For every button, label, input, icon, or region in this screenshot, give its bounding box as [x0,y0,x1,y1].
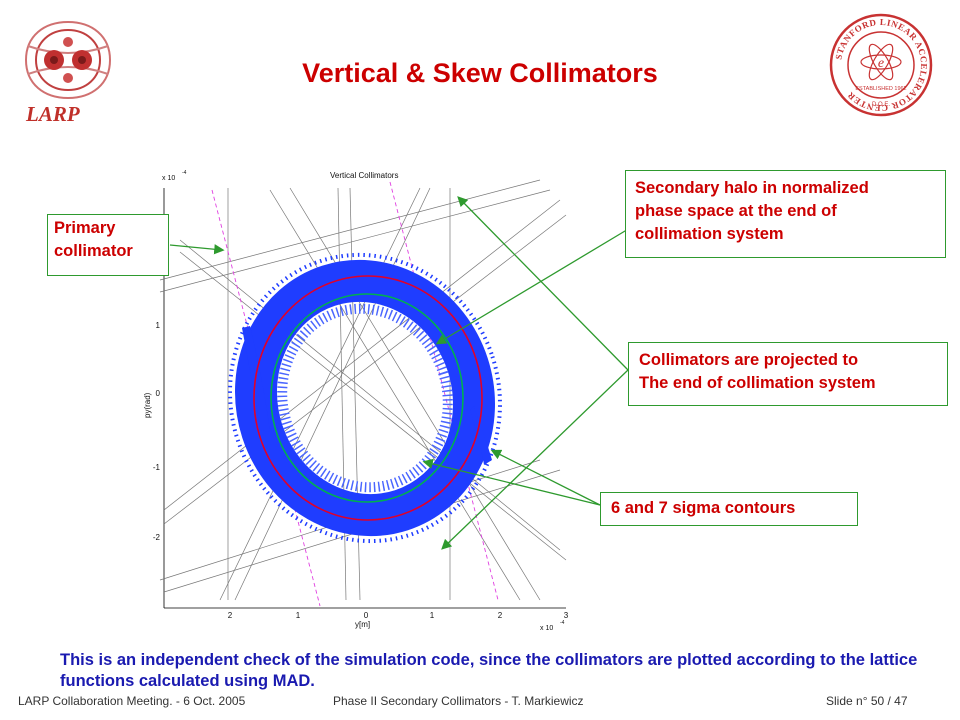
callout-collimators-projected: Collimators are projected to The end of … [628,342,948,406]
callout-line: The end of collimation system [639,374,876,392]
x-tick: 2 [228,611,233,620]
secondary-halo [228,252,502,544]
x-tick: 1 [430,611,435,620]
x-exponent-power: -4 [560,620,565,626]
callout-line: Secondary halo in normalized [635,179,869,197]
callout-line: Primary [54,219,116,237]
footer-slide-number: Slide n° 50 / 47 [826,694,908,708]
callout-line: phase space at the end of [635,202,837,220]
x-tick: 2 [498,611,503,620]
y-tick: -1 [153,463,161,472]
callout-line: collimator [54,242,133,260]
y-tick: -2 [153,533,161,542]
larp-logo-icon [24,20,112,100]
x-tick: 3 [564,611,569,620]
footer-meeting: LARP Collaboration Meeting. - 6 Oct. 200… [18,694,246,708]
callout-line: Collimators are projected to [639,351,859,369]
x-exponent: x 10 [540,625,553,632]
callout-secondary-halo: Secondary halo in normalized phase space… [625,170,946,258]
x-axis-label: y[m] [355,620,370,629]
y-tick: 1 [156,321,161,330]
seal-doe: D.O.E. [872,102,890,108]
skew-collimator-lines [159,179,567,601]
slide-title: Vertical & Skew Collimators [302,58,658,88]
seal-established: ESTABLISHED 1962 [855,86,906,92]
y-exponent: x 10 [162,175,175,182]
larp-logo-text: LARP [26,102,80,126]
x-tick: 0 [364,611,369,620]
y-tick: 0 [156,389,161,398]
phase-space-plot: Vertical Collimators x 10 -4 x 10 -4 py(… [143,170,569,632]
footer-talk: Phase II Secondary Collimators - T. Mark… [333,694,584,708]
callout-line: collimation system [635,225,784,243]
callout-sigma-contours: 6 and 7 sigma contours [600,492,858,526]
y-exponent-power: -4 [182,170,187,176]
x-tick: 1 [296,611,301,620]
plot-title: Vertical Collimators [330,171,398,180]
y-axis-label: py(rad) [143,392,152,418]
summary-note: This is an independent check of the simu… [60,651,918,690]
svg-text:e: e [878,56,884,71]
slac-seal-icon: STANFORD LINEAR ACCELERATOR CENTER e EST… [829,13,933,117]
callout-primary-collimator: Primary collimator [47,214,169,276]
